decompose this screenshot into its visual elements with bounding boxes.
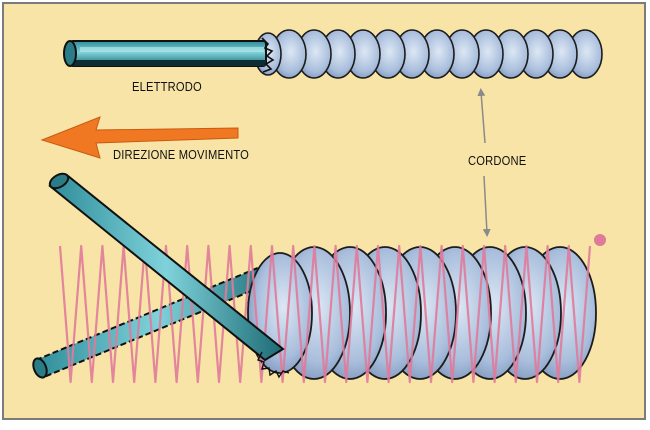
top-weld-group	[63, 29, 603, 79]
double-arrow-icon	[477, 88, 491, 237]
zigzag-line	[58, 244, 592, 384]
bead-label: CORDONE	[468, 153, 527, 168]
path-end-dot	[594, 234, 606, 246]
bottom-weld-group	[32, 172, 606, 384]
electrode-label: ELETTRODO	[132, 79, 202, 94]
oscillation-path	[58, 234, 606, 384]
left-arrow-icon	[40, 116, 239, 159]
top-bead	[254, 29, 603, 79]
top-electrode	[63, 37, 275, 73]
front-electrode	[48, 172, 290, 379]
direction-label: DIREZIONE MOVIMENTO	[113, 147, 249, 162]
